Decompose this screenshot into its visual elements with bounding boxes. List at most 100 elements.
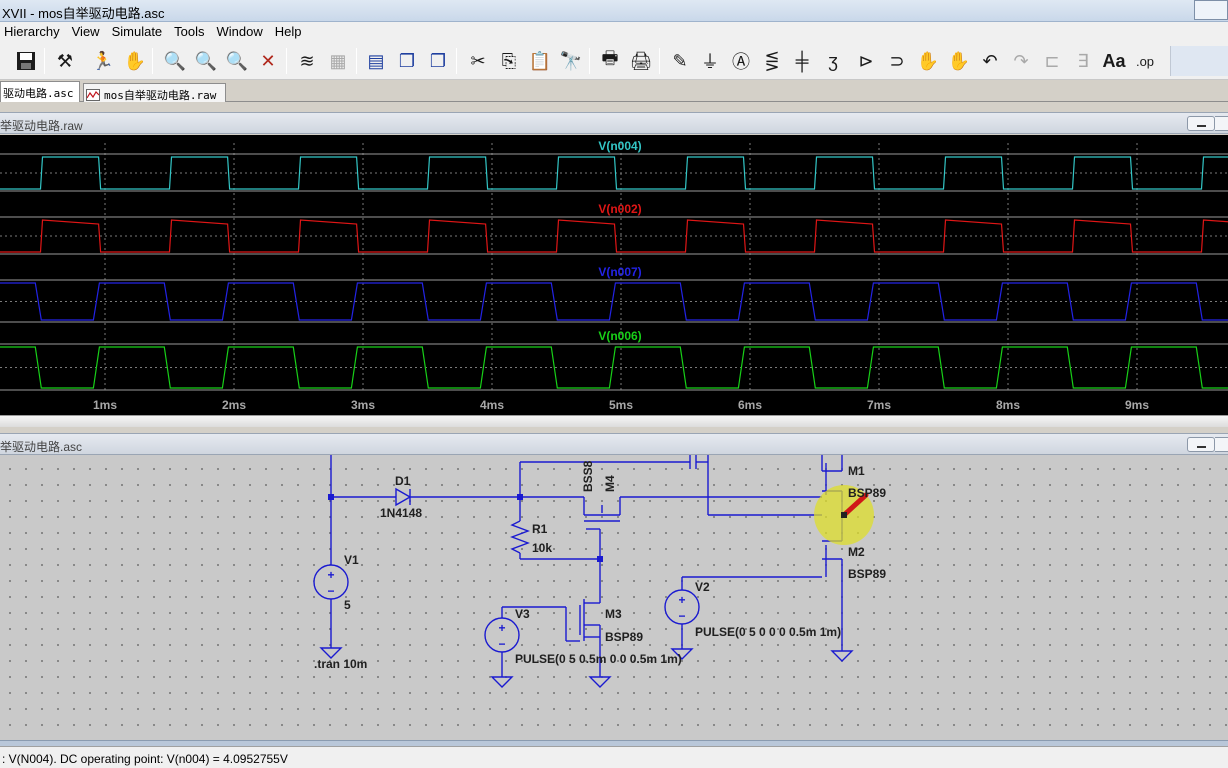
x-tick-label: 8ms — [996, 398, 1020, 412]
drag-icon[interactable]: ✋ — [947, 50, 971, 71]
schematic-scrollbar[interactable] — [0, 740, 1228, 746]
draw-wire-icon[interactable]: ✎ — [672, 50, 688, 71]
window-title: XVII - mos自举驱动电路.asc — [2, 6, 165, 21]
menu-tools[interactable]: Tools — [174, 24, 205, 39]
zoom-fit-icon[interactable]: ✕ — [260, 50, 276, 71]
print-icon[interactable]: 🖶 — [601, 48, 619, 68]
tile-vertical-icon[interactable]: ❐ — [429, 50, 447, 71]
tile-horizontal-icon[interactable]: ▤ — [367, 50, 385, 71]
toolbar-separator — [659, 48, 660, 74]
menu-bar: Hierarchy View Simulate Tools Window Hel… — [0, 22, 1228, 42]
grid-icon[interactable]: ▦ — [329, 50, 347, 71]
menu-help[interactable]: Help — [274, 24, 302, 39]
trace-label: V(n004) — [598, 139, 641, 153]
tab-schematic-label: 驱动电路.asc — [3, 87, 74, 100]
ground-symbol — [830, 650, 854, 662]
label-net-icon[interactable]: Ⓐ — [732, 52, 750, 72]
pan-icon[interactable]: 🔍 — [194, 50, 218, 71]
diode-icon[interactable]: ⊳ — [858, 50, 874, 71]
toolbar-separator — [152, 48, 153, 74]
redo-icon[interactable]: ↷ — [1013, 50, 1029, 71]
cascade-icon[interactable]: ❐ — [398, 50, 416, 71]
x-tick-label: 7ms — [867, 398, 891, 412]
menu-hierarchy[interactable]: Hierarchy — [4, 24, 60, 39]
rotate-icon[interactable]: ⊏ — [1044, 50, 1060, 71]
schematic-pane-title: 举驱动电路.asc — [0, 440, 83, 454]
run-icon[interactable]: 🏃 — [91, 50, 115, 71]
toolbar-separator — [286, 48, 287, 74]
r1-label: R1 — [532, 522, 548, 536]
status-bar: : V(N004). DC operating point: V(n004) =… — [0, 746, 1228, 768]
save-icon[interactable] — [13, 48, 39, 74]
toolbar-separator — [589, 48, 590, 74]
undo-icon[interactable]: ↶ — [982, 50, 998, 71]
status-text: : V(N004). DC operating point: V(n004) =… — [2, 752, 288, 766]
move-icon[interactable]: ✋ — [916, 50, 940, 71]
copy-icon[interactable]: ⎘ — [501, 50, 517, 71]
resistor-icon[interactable]: ⋚ — [764, 50, 780, 71]
ground-icon[interactable]: ⏚ — [701, 52, 719, 72]
toolbar-overflow — [1170, 46, 1228, 76]
probe-pen-icon — [841, 492, 869, 518]
print-setup-icon[interactable]: 🖨 — [629, 50, 653, 71]
x-tick-label: 9ms — [1125, 398, 1149, 412]
waveform-pane-title: 举驱动电路.raw — [0, 119, 83, 133]
control-panel-icon[interactable]: ⚒ — [56, 50, 74, 71]
mirror-icon[interactable]: ∃ — [1077, 50, 1089, 71]
waveform-file-icon — [86, 89, 100, 101]
m2-label: M2 — [848, 545, 865, 559]
plus-sign: + — [678, 593, 685, 607]
toolbar-separator — [456, 48, 457, 74]
capacitor-icon[interactable]: ╪ — [795, 50, 809, 71]
resistor-r1-symbol — [510, 520, 530, 554]
menu-simulate[interactable]: Simulate — [111, 24, 163, 39]
v1-value: 5 — [344, 598, 351, 612]
junction-dot — [597, 556, 603, 562]
m4-label: M4 — [603, 475, 617, 492]
component-icon[interactable]: ⊃ — [889, 50, 905, 71]
zoom-out-icon[interactable]: 🔍 — [225, 50, 249, 71]
text-icon[interactable]: Aa — [1102, 50, 1126, 71]
trace-label: V(n006) — [598, 329, 641, 343]
waveform-minimize-button[interactable] — [1187, 116, 1215, 131]
pane-splitter[interactable] — [0, 415, 1228, 427]
x-tick-label: 3ms — [351, 398, 375, 412]
inductor-icon[interactable]: ʒ — [828, 50, 838, 71]
junction-dot — [328, 494, 334, 500]
window-restore-button[interactable] — [1194, 0, 1228, 20]
tran-directive[interactable]: .tran 10m — [314, 657, 367, 671]
tab-waveform-label: mos自举驱动电路.raw — [104, 89, 217, 102]
m1-model: BSP89 — [848, 486, 886, 500]
schematic-restore-button[interactable] — [1215, 437, 1228, 452]
paste-icon[interactable]: 📋 — [528, 50, 552, 71]
autorange-icon[interactable]: ≋ — [299, 50, 315, 71]
schematic-minimize-button[interactable] — [1187, 437, 1215, 452]
cut-icon[interactable]: ✂ — [470, 50, 486, 71]
menu-view[interactable]: View — [71, 24, 100, 39]
tab-schematic[interactable]: 驱动电路.asc — [0, 81, 80, 102]
zoom-in-icon[interactable]: 🔍 — [163, 50, 187, 71]
document-tabs: 驱动电路.asc mos自举驱动电路.raw — [0, 80, 1228, 102]
spice-directive-icon[interactable]: .op — [1135, 53, 1155, 69]
tab-waveform[interactable]: mos自举驱动电路.raw — [83, 83, 226, 102]
ground-symbol — [490, 676, 514, 688]
schematic-canvas[interactable]: + − + − + − D1 1N4148 R1 10k V1 5 .tran … — [0, 455, 1228, 740]
toolbar-separator — [44, 48, 45, 74]
menu-window[interactable]: Window — [216, 24, 263, 39]
schematic-drawing: + − + − + − D1 1N4148 R1 10k V1 5 .tran … — [313, 455, 886, 688]
d1-label: D1 — [395, 474, 411, 488]
minus-sign: − — [678, 609, 685, 623]
trace-label: V(n007) — [598, 265, 641, 279]
minus-sign: − — [498, 637, 505, 651]
plus-sign: + — [498, 621, 505, 635]
find-icon[interactable]: 🔭 — [559, 50, 583, 71]
m4-model: BSS8 — [581, 460, 595, 492]
x-tick-label: 5ms — [609, 398, 633, 412]
x-tick-label: 1ms — [93, 398, 117, 412]
waveform-restore-button[interactable] — [1215, 116, 1228, 131]
halt-icon[interactable]: ✋ — [123, 50, 147, 71]
toolbar: ⚒ 🏃 ✋ 🔍 🔍 🔍 ✕ ≋ ▦ ▤ ❐ ❐ ✂ ⎘ 📋 🔭 🖶 🖨 ✎ ⏚ … — [0, 42, 1228, 80]
m1-label: M1 — [848, 464, 865, 478]
v1-label: V1 — [344, 553, 359, 567]
